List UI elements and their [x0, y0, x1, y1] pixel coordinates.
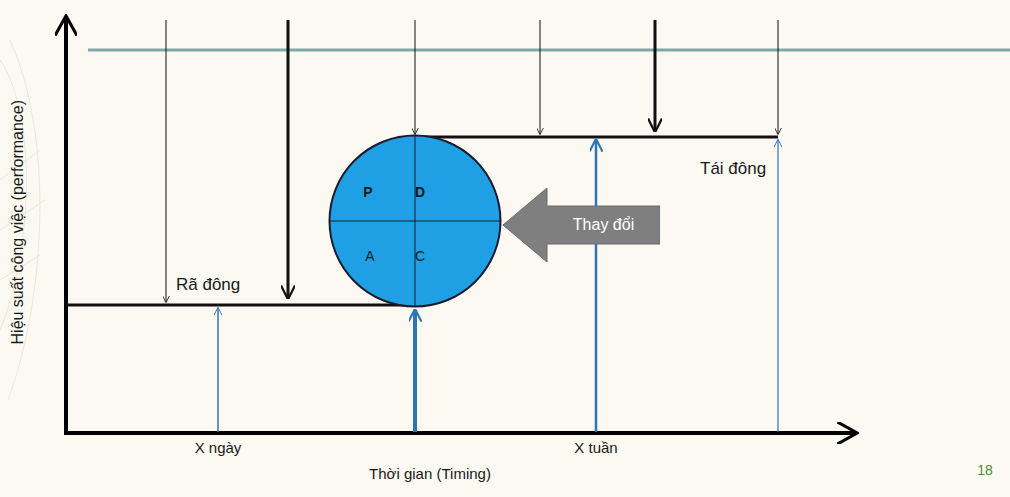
x-axis [64, 431, 855, 435]
block-arrow [503, 188, 660, 262]
force-arrow [287, 20, 290, 298]
quadrant-divider [330, 221, 501, 222]
time-mark: X tuần [574, 439, 617, 456]
time-mark: X ngày [195, 439, 242, 456]
axis-title: Hiệu suất công việc (performance) [9, 100, 27, 345]
force-arrow [166, 20, 167, 302]
force-arrow [778, 20, 779, 134]
change-arrow: Thay đổi [503, 188, 660, 262]
change-label: Thay đổi [573, 216, 634, 234]
pdca-step: D [415, 184, 425, 200]
page-number: 18 [977, 462, 993, 478]
phase-label: Rã đông [176, 275, 240, 295]
force-arrow [654, 20, 657, 131]
leaf-watermark [0, 40, 45, 400]
leaf-stroke [8, 40, 40, 400]
level-line [415, 136, 778, 139]
ceiling-line [88, 49, 1010, 52]
pdca-circle: P D A C [328, 134, 502, 308]
level-line [66, 304, 415, 307]
pdca-disc [330, 136, 501, 307]
support-arrow [777, 140, 778, 432]
axis-title: Thời gian (Timing) [369, 465, 491, 482]
support-arrow [217, 308, 219, 432]
phase-label: Tái đông [700, 159, 766, 179]
y-axis [64, 18, 68, 433]
circle-shape [328, 134, 502, 308]
support-arrow [413, 310, 417, 432]
force-arrow [415, 20, 416, 134]
pdca-step: P [363, 184, 372, 200]
support-arrow [595, 140, 598, 432]
pdca-step: A [365, 248, 374, 264]
pdca-step: C [415, 248, 425, 264]
force-arrow [540, 20, 541, 134]
